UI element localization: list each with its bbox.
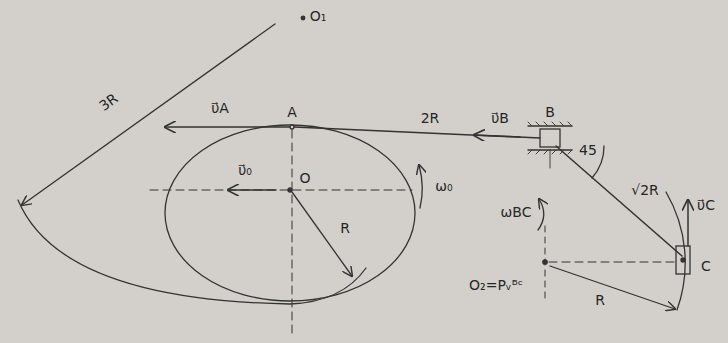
- angle-value: 45: [579, 143, 597, 157]
- radius-line: [22, 24, 275, 205]
- rod: [556, 146, 682, 256]
- dimension: 2R: [421, 111, 440, 125]
- slider-block: [540, 129, 560, 147]
- rod: [294, 127, 540, 138]
- dimension: 3R: [96, 91, 119, 113]
- point-name: A: [287, 105, 297, 119]
- radius-line: [550, 266, 675, 309]
- dimension: √2R: [631, 183, 659, 197]
- angular-velocity: ω₀: [435, 179, 452, 193]
- axis-line: [545, 226, 546, 300]
- point-name: O₁: [310, 9, 327, 23]
- center-name: O₂=Pᵥᴮᶜ: [469, 278, 523, 292]
- rotation-arrow: [538, 199, 544, 230]
- point-name: C: [701, 259, 711, 273]
- slider-block: [676, 246, 690, 274]
- guide-arc: [666, 192, 685, 310]
- velocity-name: υ⃗₀: [238, 163, 252, 177]
- hatch: [528, 122, 572, 126]
- guide-line: [528, 125, 572, 126]
- axis-line: [292, 130, 293, 335]
- angular-velocity: ωBC: [501, 205, 532, 219]
- center-dot: [288, 188, 292, 192]
- velocity-arrow: [228, 189, 276, 191]
- velocity-arrow: [165, 126, 290, 128]
- radius-line: [292, 192, 352, 276]
- point-name: B: [545, 105, 555, 119]
- dimension: R: [595, 293, 605, 307]
- wheel-circle: [165, 125, 415, 301]
- axis-line: [549, 262, 674, 263]
- velocity-arrow: [687, 200, 689, 246]
- guide-arc: [18, 200, 366, 304]
- axis-line: [550, 150, 551, 168]
- joint-dot: [681, 258, 685, 262]
- axis-line: [150, 190, 412, 191]
- velocity-name: υ⃗B: [491, 111, 509, 125]
- dimension: R: [340, 221, 350, 235]
- point-name: O: [299, 171, 310, 185]
- rotation-arrow: [419, 165, 422, 208]
- velocity-arrow: [474, 135, 520, 137]
- center-dot: [301, 16, 305, 20]
- velocity-name: υ⃗A: [211, 101, 229, 115]
- velocity-name: υ⃗C: [697, 198, 715, 212]
